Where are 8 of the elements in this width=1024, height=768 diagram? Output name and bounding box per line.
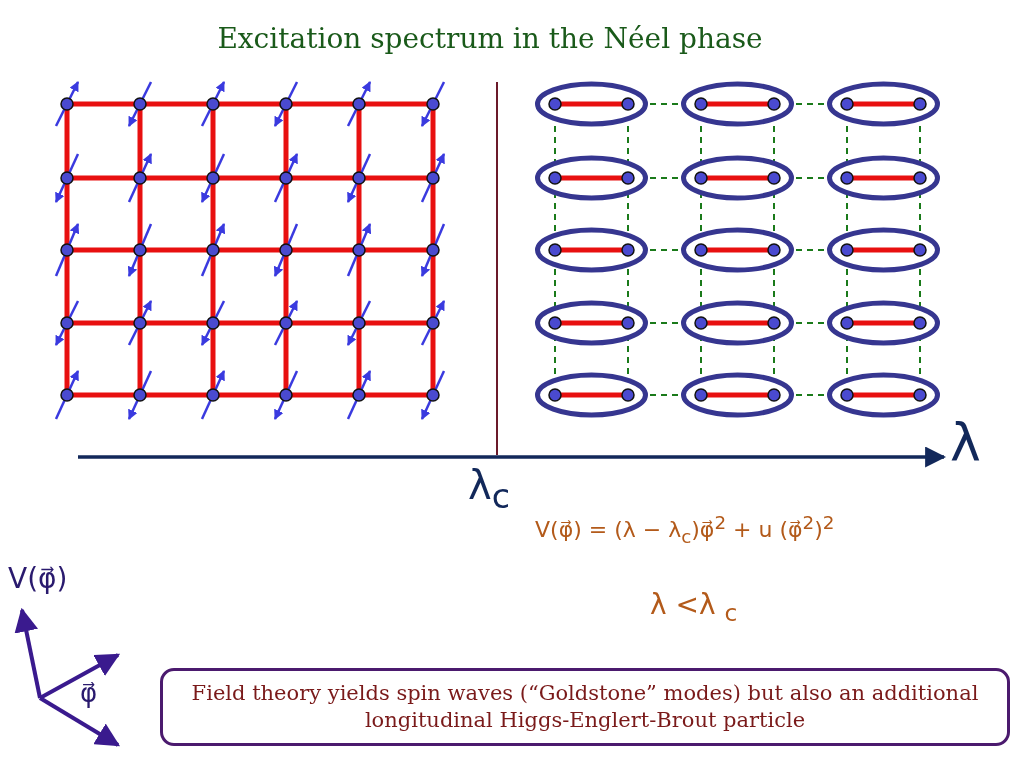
text-box: Field theory yields spin waves (“Goldstone” modes) but also an additional longitudinal Higgs-Englert-Brout particle	[160, 668, 1010, 746]
axis-label: φ⃗	[80, 678, 98, 708]
condition-label: λ <λ $_{c}$	[650, 588, 738, 627]
axis-label: V(φ⃗)	[8, 562, 68, 595]
title: Excitation spectrum in the Néel phase	[216, 22, 764, 55]
axis-label: λ	[950, 412, 981, 472]
critical-point-label: λ$_{c}$	[468, 462, 510, 516]
potential-formula: V(φ⃗) = (λ − λ$_{c}$)φ⃗$^{2}$ + u (φ⃗$^{2}$)$^{2}$	[535, 512, 835, 547]
